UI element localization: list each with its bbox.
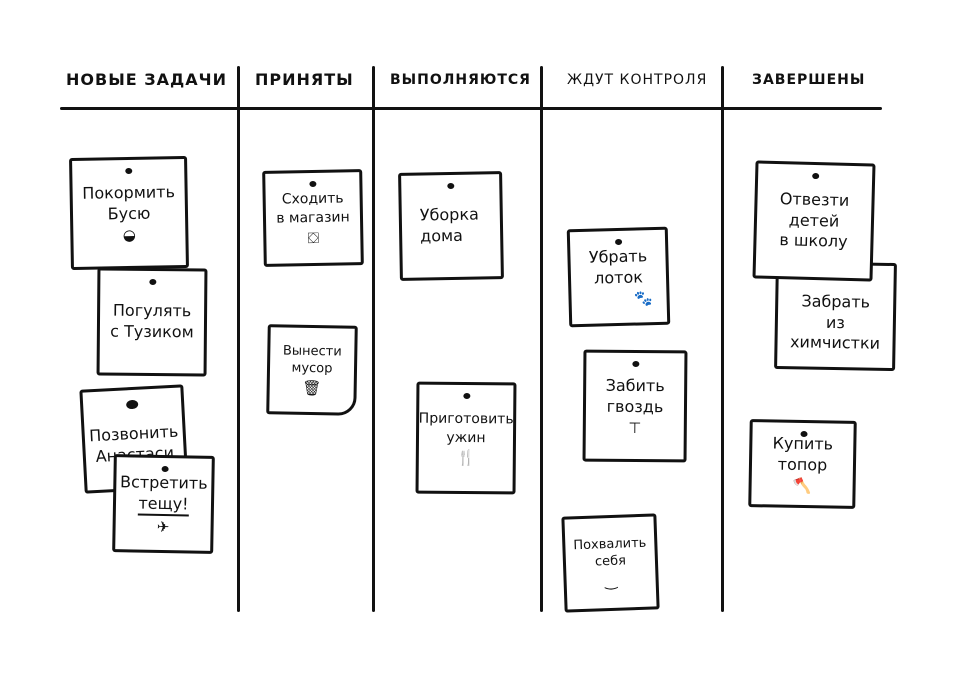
note-text: в магазин: [276, 208, 350, 227]
note-text: лоток: [593, 266, 644, 288]
pin-icon: [614, 238, 622, 246]
note-text: Покормить: [82, 181, 176, 203]
column-divider: [237, 66, 240, 612]
sticky-note[interactable]: Уборка дома: [398, 171, 504, 281]
pin-icon: [149, 278, 157, 286]
note-text: детей: [788, 209, 840, 231]
note-text: Забить: [605, 375, 665, 395]
header-divider: [60, 107, 882, 110]
sticky-note[interactable]: Убрать лоток 🐾: [566, 226, 671, 328]
note-text: мусор: [291, 360, 333, 376]
column-header-review: Ждут контроля: [567, 72, 708, 88]
airplane-icon: ✈: [156, 518, 170, 537]
column-header-new: Новые задачи: [66, 70, 227, 89]
note-text: Забрать: [801, 291, 871, 312]
sticky-note[interactable]: Покормить Бусю ◒: [69, 155, 189, 271]
note-text: топор: [777, 454, 828, 474]
trash-bin-icon: 🗑: [301, 379, 322, 398]
pin-icon: [161, 465, 169, 473]
note-text: Приготовить: [418, 410, 514, 428]
sticky-note[interactable]: Забить гвоздь ⊤: [582, 349, 688, 463]
column-divider: [540, 66, 543, 612]
pin-icon: [447, 182, 455, 190]
sticky-note[interactable]: Похвалить себя ‿: [561, 513, 660, 613]
pin-icon: [125, 399, 139, 410]
column-divider: [372, 66, 375, 612]
note-text: Отвезти: [779, 188, 850, 210]
pin-icon: [463, 392, 471, 400]
axe-icon: 🪓: [792, 477, 812, 496]
sticky-note[interactable]: Купить топор 🪓: [748, 419, 857, 509]
note-text: гвоздь: [606, 396, 664, 416]
note-text: Встретить: [119, 471, 208, 493]
pin-icon: [309, 180, 317, 188]
note-text: химчистки: [789, 332, 881, 354]
shopping-bag-icon: ⛋: [307, 228, 320, 247]
note-text: Уборка: [419, 204, 479, 225]
pin-icon: [632, 360, 640, 368]
note-text: Вынести: [282, 343, 342, 360]
pin-icon: [125, 167, 133, 175]
note-text: Убрать: [588, 245, 648, 267]
sticky-note[interactable]: Погулять с Тузиком: [96, 267, 208, 377]
sticky-note[interactable]: Встретить тещу! ✈: [112, 454, 215, 554]
column-header-in-progress: Выполняются: [390, 72, 531, 88]
note-text: ужин: [446, 429, 486, 446]
column-header-done: Завершены: [752, 72, 866, 88]
pin-icon: [799, 430, 808, 438]
note-text: в школу: [779, 230, 848, 252]
bowl-icon: ◒: [122, 226, 137, 245]
pin-icon: [812, 172, 820, 180]
note-text: дома: [420, 225, 464, 246]
paw-icon: 🐾: [633, 289, 653, 308]
note-text: из: [825, 312, 846, 332]
column-divider: [721, 66, 724, 612]
note-text: Погулять: [112, 300, 192, 321]
column-header-accepted: Приняты: [255, 70, 354, 89]
sticky-note[interactable]: Приготовить ужин 🍴: [415, 381, 517, 495]
sticky-note[interactable]: Сходить в магазин ⛋: [262, 169, 364, 267]
note-text: себя: [594, 552, 627, 570]
note-text: Сходить: [281, 190, 344, 208]
sticky-note[interactable]: Вынести мусор 🗑: [266, 324, 358, 416]
sticky-note[interactable]: Отвезти детей в школу: [752, 160, 876, 282]
note-text: с Тузиком: [110, 321, 194, 342]
note-text: Бусю: [107, 203, 151, 223]
fork-knife-icon: 🍴: [456, 448, 476, 467]
note-text: тещу!: [138, 493, 189, 517]
nail-icon: ⊤: [628, 419, 642, 438]
note-text: Похвалить: [573, 535, 647, 553]
smile-icon: ‿: [604, 572, 618, 591]
